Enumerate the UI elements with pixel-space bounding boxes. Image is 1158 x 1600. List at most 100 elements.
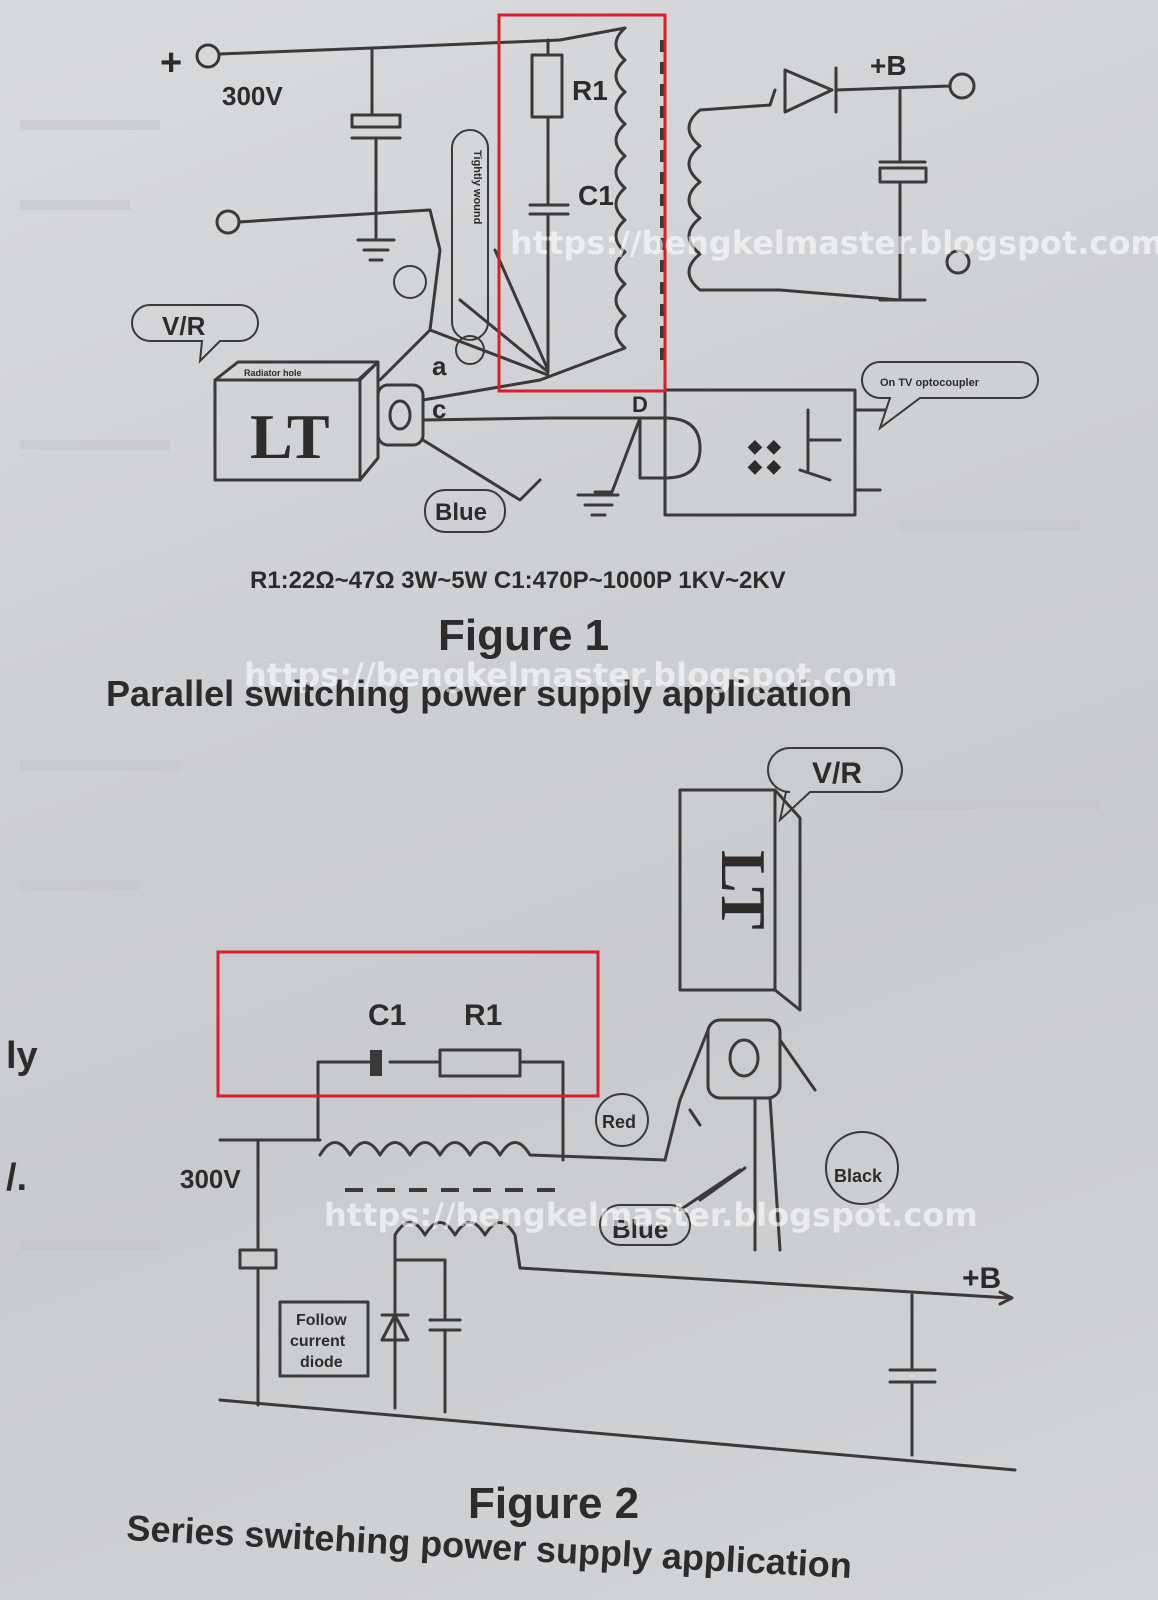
figure-1-caption: Parallel switching power supply applicat… [106,673,852,714]
highlight-box-fig2 [216,950,600,1098]
lt-label-fig2: LT [708,850,779,930]
figure-1-title: Figure 1 [438,611,609,660]
small-cap-fig2 [393,1258,462,1414]
blue-callout-fig1 [424,489,506,533]
c1-label-fig1: C1 [578,180,614,211]
blue-callout-fig2 [599,1204,691,1246]
lt-leads-fig1 [378,328,642,502]
diode-label-line3: diode [300,1354,343,1371]
figure-2-title: Figure 2 [468,1479,639,1528]
black-callout [825,1131,899,1205]
lt-label-fig1: LT [250,401,330,472]
r1-resistor-fig2 [438,1048,522,1078]
lt-block-fig2 [678,788,777,992]
c1-label-fig2: C1 [368,999,406,1032]
lt-block-fig1 [213,378,362,482]
cap-ground [350,136,402,262]
top-rail [217,26,627,56]
small-callout-bubble [393,265,427,299]
secondary-winding [687,103,782,292]
figure-1-schematic: + 300V Tightly wound R1 C1 [131,13,1039,533]
plus-sign: + [160,42,182,84]
plus-b-rail [834,84,952,92]
terminal-a: a [432,351,447,381]
output-cap-top [878,88,927,164]
lt-side-fig2 [773,788,802,1012]
follow-current-diode [380,1248,410,1410]
primary-inductor-fig2 [218,1073,667,1162]
primary-winding [538,26,627,382]
bleed-through-text [20,120,1100,1250]
watermark-1: https://bengkelmaster.blogspot.com [510,224,1158,262]
converging-wires [428,248,550,377]
input-terminal-2 [215,209,241,235]
secondary-inductor-fig2 [393,1221,1012,1300]
plus-b-terminal-fig1 [948,72,976,100]
side-text-fragment-2: /. [6,1157,27,1199]
red-callout [595,1093,649,1147]
lt-tab-fig2 [706,1018,782,1100]
red-lead [688,1108,702,1127]
c1-capacitor-fig2 [370,1050,382,1076]
optocoupler-callout [861,361,1039,431]
optocoupler-input [638,416,702,480]
optocoupler-leads [853,408,887,492]
output-ground-terminal [945,249,971,275]
vr-label-fig2: V/R [812,757,862,790]
vr-callout-bubble-fig2 [767,747,903,823]
lt-leads-fig2 [663,1028,817,1252]
watermark-2: https://bengkelmaster.blogspot.com [244,656,898,694]
plus-terminal [195,43,221,69]
terminal-d: D [632,392,648,417]
plus-b-label-fig2: +B [962,1262,1001,1295]
input-wire-2 [237,208,442,332]
highlight-box-fig1 [497,13,667,393]
filter-capacitor [350,113,402,129]
voltage-label-300v: 300V [222,81,283,111]
tightly-wound-label: Tightly wound [471,150,483,224]
lt-side-face [358,360,380,482]
red-label: Red [602,1112,636,1132]
diode-label-line2: current [290,1333,346,1350]
output-capacitor [878,166,928,184]
figure-2-schematic: V/R LT Red Black C1 R1 300V [180,747,1017,1472]
phototransistor [798,408,842,482]
c1-capacitor [528,115,570,372]
tightly-wound-bubble [451,129,489,341]
plus-b-arrow [998,1290,1014,1306]
blue-label-fig1: Blue [435,499,487,526]
snubber-wires [316,1060,565,1162]
voltage-label-fig2: 300V [180,1164,241,1194]
secondary-return [778,288,902,302]
radiator-hole-label: Radiator hole [244,368,302,378]
side-text-fragment-1: ly [6,1035,38,1077]
vr-callout-bubble-fig1 [131,304,259,364]
r1-label-fig2: R1 [464,999,502,1032]
component-values-note: R1:22Ω~47Ω 3W~5W C1:470P~1000P 1KV~2KV [250,567,786,594]
vr-label-fig1: V/R [162,311,206,341]
lt-mounting-tab [376,383,425,447]
ground-symbol-fig1 [576,416,642,517]
output-cap-fig2 [888,1293,937,1457]
diode-label-line1: Follow [296,1312,347,1329]
diode-label-box [278,1300,370,1378]
plus-b-label-fig1: +B [870,50,907,81]
led-arrow-1: ◆ ◆ [747,436,782,456]
led-arrow-2: ◆ ◆ [747,456,782,476]
terminal-c: c [432,394,446,424]
r1-label-fig1: R1 [572,75,608,106]
blue-label-fig2: Blue [612,1214,668,1244]
lt-mounting-hole [388,399,412,431]
diode-lead [768,88,777,107]
black-label: Black [834,1166,883,1186]
r1-resistor [530,53,564,119]
output-diode [783,66,838,114]
input-cap-fig2 [238,1248,278,1270]
lt-hole-fig2 [728,1038,760,1078]
bottom-rail-fig2 [218,1398,1017,1472]
watermark-3: https://bengkelmaster.blogspot.com [324,1196,978,1234]
optocoupler-block [663,388,857,517]
optocoupler-label: On TV optocoupler [880,377,980,389]
blue-lead-fig2 [678,1166,747,1212]
